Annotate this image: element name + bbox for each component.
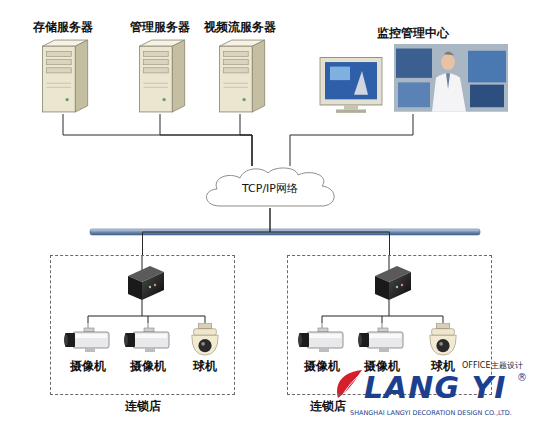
label-stack: 连锁店	[51, 399, 234, 413]
monitor-icon	[318, 44, 508, 114]
server-box: 存储服务器	[22, 20, 104, 114]
camera-icon	[297, 323, 347, 357]
dome-icon-art	[183, 323, 227, 357]
monitor-center: 监控管理中心	[318, 26, 508, 114]
label-stack: 视频流服务器	[196, 20, 284, 34]
encoder-right	[322, 256, 443, 323]
camera-icon	[357, 323, 407, 357]
network-cloud: TCP/IP网络	[200, 166, 340, 208]
node-label: 管理服务器	[120, 20, 200, 34]
network-link	[143, 208, 271, 255]
label-stack: 摄像机	[113, 359, 183, 373]
label-stack: 摄像机	[287, 359, 357, 373]
network-link	[240, 114, 252, 166]
server-box: 管理服务器	[120, 20, 200, 114]
dome-camera-box: 球机	[421, 323, 465, 373]
camera-icon-art	[297, 323, 347, 357]
monitor-icon-art	[318, 44, 508, 114]
camera-icon-art	[63, 323, 113, 357]
label-stack: 摄像机	[53, 359, 123, 373]
label-stack: 管理服务器	[120, 20, 200, 34]
camera-icon	[123, 323, 173, 357]
group-label: 连锁店	[310, 399, 346, 413]
network-link	[270, 208, 390, 255]
server-icon-art	[120, 38, 200, 114]
network-link	[290, 114, 413, 166]
dome-icon	[183, 323, 227, 357]
node-label: 监控管理中心	[318, 26, 508, 40]
label-stack: 连锁店	[310, 399, 346, 413]
camera-box: 摄像机	[297, 323, 347, 373]
device-label: 摄像机	[53, 359, 123, 373]
node-label: TCP/IP网络	[242, 182, 298, 196]
label-stack: 监控管理中心	[318, 26, 508, 40]
registered-mark: ®	[517, 372, 527, 384]
store-group: 连锁店摄像机摄像机球机	[50, 255, 235, 395]
logo-wordmark: LANG YI	[364, 371, 506, 405]
device-label: 摄像机	[113, 359, 183, 373]
dome-icon	[421, 323, 465, 357]
logo-company-name: SHANGHAI LANGYI DECORATION DESIGN CO.,LT…	[350, 409, 512, 417]
camera-box: 摄像机	[63, 323, 113, 373]
encoder-left	[88, 256, 205, 323]
node-label: 存储服务器	[22, 20, 104, 34]
server-icon	[22, 38, 104, 114]
label-stack: 球机	[173, 359, 237, 373]
camera-icon-art	[123, 323, 173, 357]
group-label: 连锁店	[51, 399, 234, 413]
camera-icon-art	[357, 323, 407, 357]
network-link	[160, 114, 252, 166]
server-icon-art	[196, 38, 284, 114]
device-label: 球机	[173, 359, 237, 373]
server-icon	[120, 38, 200, 114]
dome-icon-art	[421, 323, 465, 357]
device-label: 摄像机	[287, 359, 357, 373]
node-label: 视频流服务器	[196, 20, 284, 34]
logo-tagline: OFFICE主题设计	[462, 361, 523, 371]
dome-camera-box: 球机	[183, 323, 227, 373]
camera-icon	[63, 323, 113, 357]
server-box: 视频流服务器	[196, 20, 284, 114]
label-stack: TCP/IP网络	[200, 166, 340, 208]
camera-box: 摄像机	[123, 323, 173, 373]
logo-leaf	[337, 370, 362, 398]
label-stack: 存储服务器	[22, 20, 104, 34]
camera-box: 摄像机	[357, 323, 407, 373]
server-icon	[196, 38, 284, 114]
server-icon-art	[22, 38, 104, 114]
network-link	[63, 114, 252, 166]
